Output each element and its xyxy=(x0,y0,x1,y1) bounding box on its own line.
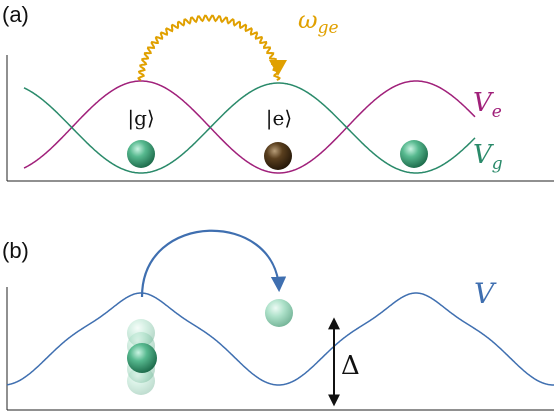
transition-omega: ω xyxy=(298,6,318,34)
transition-label: ωge xyxy=(298,6,339,38)
excited-potential-subscript: e xyxy=(492,102,502,122)
ground-potential-symbol: V xyxy=(473,140,494,170)
panel-b-label: (b) xyxy=(2,238,29,263)
lattice-potential-label: V xyxy=(474,277,497,310)
lattice-potential-curve xyxy=(6,292,554,386)
ground-state-label: |g⟩ xyxy=(127,106,154,131)
transition-arrowhead xyxy=(269,60,287,76)
excited-potential-label: Ve xyxy=(473,88,502,122)
ground-potential-curve xyxy=(23,82,476,174)
excited-potential-symbol: V xyxy=(473,88,494,118)
ghost-atom-4 xyxy=(127,367,155,395)
ground-potential-label: Vg xyxy=(473,140,503,174)
hop-arrow xyxy=(140,229,287,298)
atom-wavefunction-spread xyxy=(127,319,157,395)
ground-atom-left xyxy=(127,140,155,168)
excited-state-label: |e⟩ xyxy=(266,106,292,131)
excited-atom xyxy=(264,142,292,170)
excited-potential-curve xyxy=(23,80,476,174)
depth-label: Δ xyxy=(341,351,360,381)
transition-subscript: ge xyxy=(318,18,339,38)
panel-a-label: (a) xyxy=(2,2,29,27)
ground-potential-subscript: g xyxy=(492,154,503,174)
tunneled-atom xyxy=(265,299,293,327)
trapped-atom xyxy=(127,343,157,373)
ground-atom-right xyxy=(400,140,428,168)
transition-wavy-arrow xyxy=(137,14,281,81)
